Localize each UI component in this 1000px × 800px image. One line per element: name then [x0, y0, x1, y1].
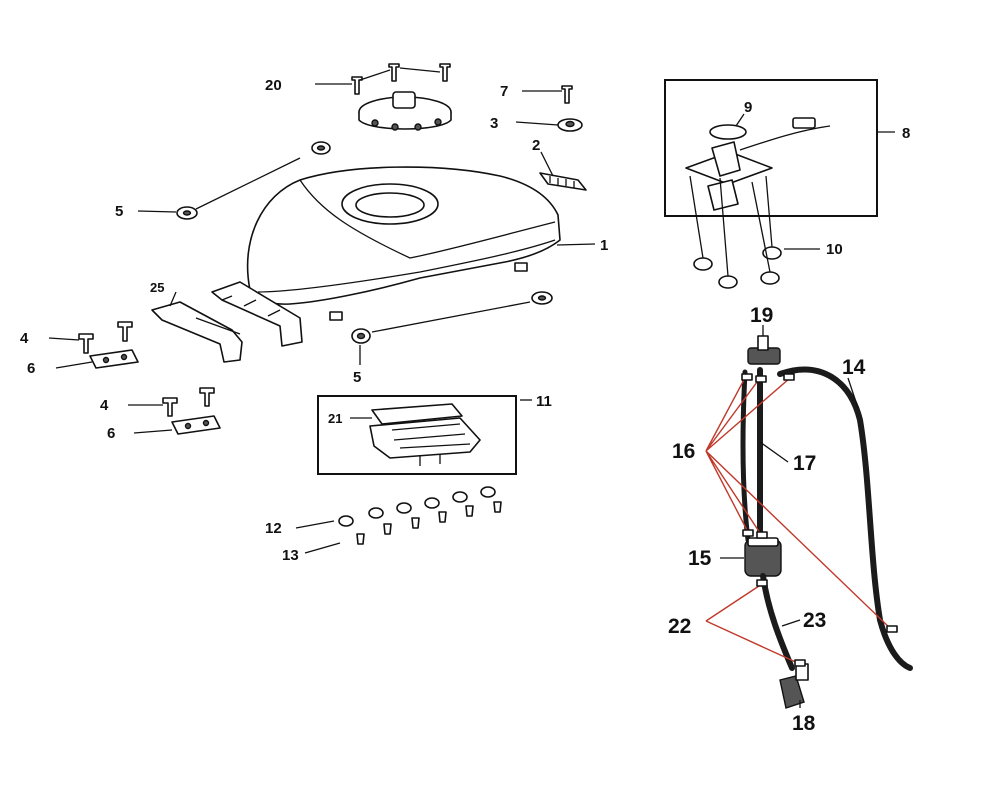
callout-labels: 20 7 3 2 5 1 25 4 6 5 4 6 11 21 12 13 9 …: [20, 77, 910, 735]
bolts-4-upper: [78, 321, 133, 354]
callout-13: 13: [282, 547, 299, 564]
callout-23: 23: [803, 609, 826, 632]
box-11: [317, 395, 517, 475]
callout-25: 25: [150, 280, 164, 295]
screws-13: [356, 501, 502, 545]
grommets-10: [693, 246, 782, 289]
callout-19: 19: [750, 304, 773, 327]
callout-3: 3: [490, 115, 498, 132]
plate-6-upper: [89, 349, 139, 369]
callout-9: 9: [744, 99, 752, 116]
cap-screws: [351, 63, 451, 95]
fuel-pump-assembly: [369, 403, 481, 466]
fuel-tank: [246, 166, 561, 321]
callout-5-lower: 5: [353, 369, 361, 386]
grommet-5-lower: [351, 328, 371, 344]
fuel-valve-19: [747, 335, 781, 365]
leader-lines: [48, 67, 895, 708]
callout-5-left: 5: [115, 203, 123, 220]
callout-11: 11: [536, 393, 552, 410]
clamp-lines-22: [705, 583, 801, 665]
callout-6-lower: 6: [107, 425, 115, 442]
sender-guide-lines: [689, 175, 773, 277]
box-8: [664, 79, 878, 217]
callout-4-upper: 4: [20, 330, 29, 347]
hose-14: [777, 366, 913, 671]
grommet-5-right: [531, 291, 553, 305]
hose-17: [740, 367, 763, 543]
callout-14: 14: [842, 356, 866, 379]
grommet-5-upper: [311, 141, 331, 155]
callout-21: 21: [328, 411, 342, 426]
bolts-4-lower: [162, 387, 215, 417]
clamp-lines-16: [705, 375, 893, 631]
callout-7: 7: [500, 83, 508, 100]
callout-2: 2: [532, 137, 540, 154]
washers-12: [338, 486, 496, 527]
callout-20: 20: [265, 77, 282, 94]
callout-18: 18: [792, 712, 816, 735]
connector-18: [779, 663, 809, 709]
callout-15: 15: [688, 547, 712, 570]
callout-4-lower: 4: [100, 397, 109, 414]
clamps: [741, 373, 898, 667]
bracket-2: [539, 172, 587, 191]
grommet-3: [557, 118, 583, 132]
callout-17: 17: [793, 452, 816, 475]
screw-7: [561, 85, 573, 104]
fuel-cap: [358, 91, 452, 131]
filter-15: [744, 537, 782, 577]
fuel-gauge-sender: [685, 117, 831, 211]
bracket-25: [151, 291, 243, 363]
grommet-5-left: [176, 206, 198, 220]
callout-22: 22: [668, 615, 691, 638]
tank-mounting-bracket: [211, 281, 303, 347]
plate-6-lower: [171, 415, 221, 435]
callout-8: 8: [902, 125, 910, 142]
callout-16: 16: [672, 440, 695, 463]
callout-1: 1: [600, 237, 608, 254]
callout-12: 12: [265, 520, 282, 537]
callout-6-upper: 6: [27, 360, 35, 377]
callout-10: 10: [826, 241, 843, 258]
